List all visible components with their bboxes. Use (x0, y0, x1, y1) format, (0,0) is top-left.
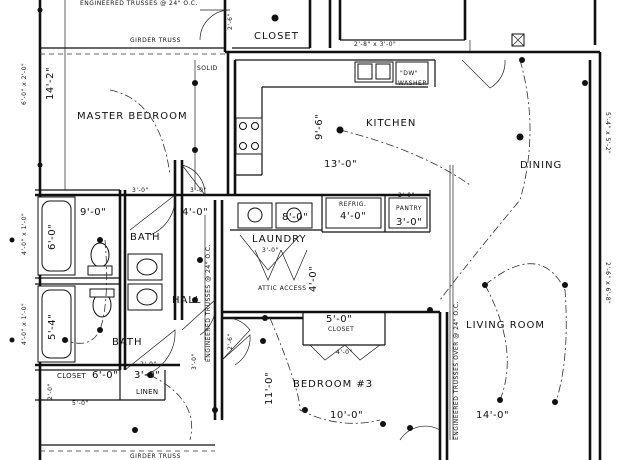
note-trusses-left: ENGINEERED TRUSSES @ 24" O.C. (205, 244, 212, 362)
note-girder-bottom: GIRDER TRUSS (130, 453, 181, 460)
dim-pantry-300: 3'-0" (396, 217, 422, 228)
dim-300-a: 3'-0" (132, 187, 149, 194)
dim-90: 9'-0" (80, 207, 106, 218)
label-dw: "DW" (400, 70, 418, 77)
room-label-kitchen: KITCHEN (366, 118, 416, 129)
note-access: ATTIC ACCESS (258, 285, 307, 292)
dim-closet-40: 4'-0" (336, 349, 353, 356)
note-top-truss: ENGINEERED TRUSSES @ 24" O.C. (80, 0, 198, 7)
room-label-refrig: REFRIG. (339, 201, 366, 208)
dim-kitchen-height: 9'-6" (314, 114, 325, 140)
dim-300-b: 3'-0" (190, 187, 207, 194)
dim-400: 4'-0" (182, 207, 208, 218)
room-label-closet-top: CLOSET (254, 31, 299, 42)
dim-80: 8'-0" (282, 212, 308, 223)
notes: ENGINEERED TRUSSES @ 24" O.C. GIRDER TRU… (80, 0, 460, 460)
door-swings (124, 9, 506, 441)
room-label-master-bedroom: MASTER BEDROOM (77, 111, 188, 122)
room-label-hall: HALL (172, 295, 202, 306)
dim-closet-50: 5'-0" (326, 314, 352, 325)
dim-hall-30: 3'-0" (191, 353, 198, 370)
dim-200: 2'-0" (398, 192, 415, 199)
walls (35, 0, 602, 460)
label-washer: WASHER (398, 80, 427, 87)
dim-window-sink: 2'-8" x 3'-0" (354, 41, 396, 48)
room-label-closet-bed3: CLOSET (328, 326, 354, 333)
dimensions: 14'-2" 6'-0" x 2'-0" 9'-6" 13'-0" 2'-8" … (21, 13, 611, 421)
room-label-bedroom-3: BEDROOM #3 (293, 379, 373, 390)
dim-master-height: 14'-2" (45, 67, 56, 100)
room-label-living-room: LIVING ROOM (466, 320, 545, 331)
dim-right-b: 2'-6" x 6'-8" (604, 262, 611, 304)
dim-left-ext: 6'-0" x 2'-0" (21, 63, 28, 105)
dim-left-b: 4'-0" x 1'-0" (21, 303, 28, 345)
room-label-dining: DINING (520, 160, 562, 171)
room-label-bath-2: BATH (112, 337, 143, 348)
dim-26-a: 2'-6" (227, 13, 234, 30)
dim-50-bottom: 5'-0" (72, 400, 89, 407)
dim-140: 14'-0" (476, 410, 509, 421)
dim-26-b: 2'-6" (227, 333, 234, 350)
room-label-bath-1: BATH (130, 232, 161, 243)
dim-tub-54: 5'-4" (47, 314, 58, 340)
circuits (64, 59, 567, 441)
note-girder-top: GIRDER TRUSS (130, 37, 181, 44)
room-label-laundry: LAUNDRY (252, 234, 307, 245)
dim-100: 10'-0" (330, 410, 363, 421)
note-trusses-right: ENGINEERED TRUSSES OVER @ 24" O.C. (453, 301, 460, 440)
dim-bath-20: 2'-0" (47, 383, 54, 400)
dim-tub-60: 6'-0" (47, 224, 58, 250)
dim-hall-400: 4'-0" (308, 266, 319, 292)
dim-left-a: 4'-0" x 1'-0" (21, 213, 28, 255)
dim-110: 11'-0" (264, 372, 275, 405)
room-label-closet-bath: CLOSET (57, 372, 86, 380)
dim-kitchen-width: 13'-0" (324, 159, 357, 170)
vent-icon (511, 33, 525, 47)
room-labels: MASTER BEDROOM CLOSET KITCHEN DINING BAT… (57, 31, 562, 396)
dim-linen-300: 3'-0" (134, 370, 160, 381)
dim-closet-600: 6'-0" (92, 370, 118, 381)
light-fixtures (9, 7, 588, 433)
room-label-pantry: PANTRY (396, 205, 422, 212)
truss-lines (204, 165, 454, 440)
dim-linen-20: 2'-0" (140, 361, 157, 368)
note-solid: SOLID (197, 65, 218, 72)
dim-right-a: 5'-4" x 5'-2" (604, 112, 611, 154)
dim-fridge-400: 4'-0" (340, 211, 366, 222)
dim-laundry-30: 3'-0" (262, 247, 279, 254)
room-label-linen: LINEN (136, 388, 158, 396)
